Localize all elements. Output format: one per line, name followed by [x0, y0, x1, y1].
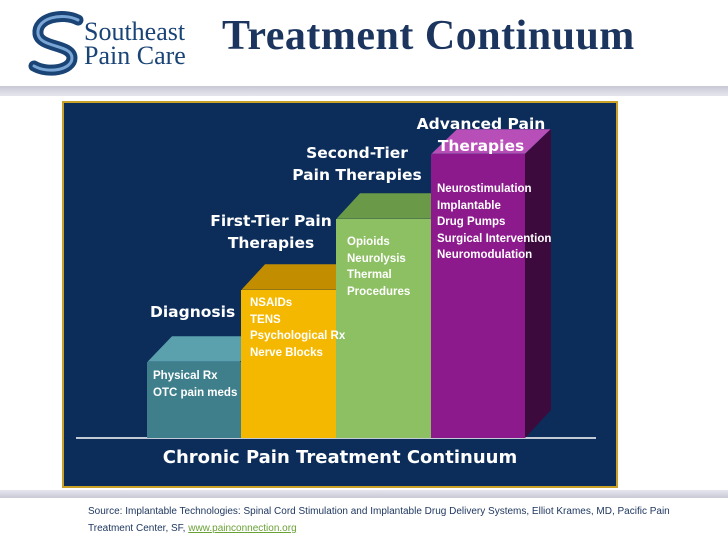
- list-item: Drug Pumps: [437, 216, 506, 228]
- list-item: Surgical Intervention: [437, 232, 552, 245]
- decorative-band-top: [0, 86, 728, 96]
- step-diagnosis-front: [147, 362, 241, 438]
- list-item: OTC pain meds: [153, 386, 238, 399]
- list-item: TENS: [250, 313, 281, 326]
- list-item: Implantable: [437, 199, 501, 212]
- step-first-front: [241, 290, 336, 438]
- step-label-advanced: Advanced Pain Therapies: [416, 115, 546, 155]
- page-title: Treatment Continuum: [222, 13, 635, 59]
- list-item: Opioids: [347, 236, 390, 248]
- step-advanced-side: [525, 129, 551, 438]
- step-second-front: [336, 219, 431, 438]
- list-item: Neuromodulation: [437, 249, 533, 261]
- step-advanced-front: [431, 154, 525, 438]
- list-item: Physical Rx: [153, 370, 218, 382]
- logo-line-2: Pain Care: [84, 41, 186, 70]
- step-items-advanced: Neurostimulation Implantable Drug Pumps …: [437, 181, 551, 264]
- step-label-first-tier: First-Tier Pain Therapies: [210, 212, 332, 252]
- step-items-second-tier: Opioids Neurolysis Thermal Procedures: [347, 234, 410, 300]
- decorative-band-bottom: [0, 490, 728, 498]
- source-text: Source: Implantable Technologies: Spinal…: [88, 506, 670, 534]
- logo: Southeast Pain Care: [26, 10, 202, 80]
- step-label-diagnosis: Diagnosis: [150, 303, 236, 321]
- step-label-second-tier: Second-Tier Pain Therapies: [292, 144, 422, 184]
- list-item: Psychological Rx: [250, 330, 346, 342]
- logo-line-1: Southeast: [84, 17, 186, 46]
- source-citation: Source: Implantable Technologies: Spinal…: [88, 503, 708, 537]
- step-items-diagnosis: Physical Rx OTC pain meds: [153, 368, 237, 401]
- step-items-first-tier: NSAIDs TENS Psychological Rx Nerve Block…: [250, 295, 345, 361]
- list-item: Thermal: [347, 269, 392, 281]
- axis-label: Chronic Pain Treatment Continuum: [162, 447, 518, 468]
- header: Southeast Pain Care Treatment Continuum: [0, 0, 728, 96]
- list-item: Neurolysis: [347, 252, 406, 265]
- list-item: Procedures: [347, 285, 411, 298]
- list-item: Neurostimulation: [437, 183, 532, 195]
- list-item: NSAIDs: [250, 297, 293, 309]
- logo-text: Southeast Pain Care: [84, 17, 186, 70]
- logo-s-icon: [28, 11, 84, 76]
- source-link[interactable]: www.painconnection.org: [188, 523, 297, 534]
- list-item: Nerve Blocks: [250, 346, 323, 359]
